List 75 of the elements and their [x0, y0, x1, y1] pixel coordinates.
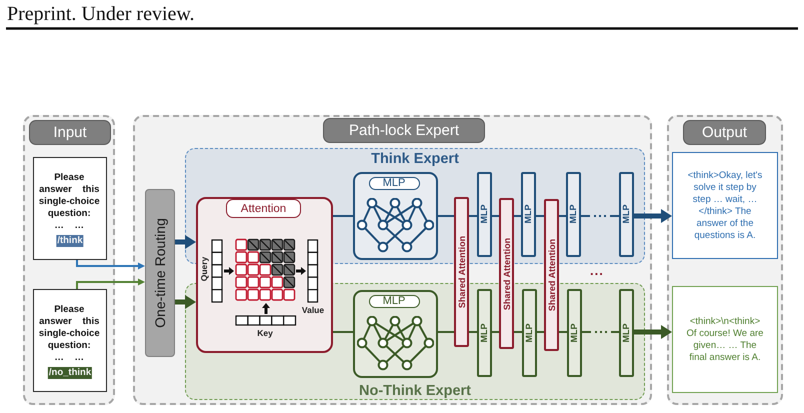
response-box [672, 152, 778, 259]
mlp-layer [476, 288, 492, 376]
expert-panel [133, 115, 652, 405]
connector-line [582, 331, 619, 333]
connector-line [333, 215, 353, 217]
mlp-layer [618, 172, 634, 256]
block-title: MLP [368, 294, 420, 308]
vector-label: Query [200, 256, 210, 282]
connector-line [559, 331, 567, 333]
vector-label: Value [302, 306, 324, 316]
mlp-block [352, 172, 438, 260]
connector-line [492, 215, 499, 217]
layer-label: MLP [522, 204, 534, 224]
arrow [175, 235, 196, 249]
arrow [76, 278, 145, 289]
connector-line [537, 331, 544, 333]
arrow [634, 209, 672, 223]
connector-line [581, 215, 619, 217]
layer-label: MLP [568, 323, 580, 342]
prompt-text: Please answer this single-choice question: … … [38, 172, 100, 232]
shared-attention-layer [544, 199, 559, 351]
connector-line [469, 215, 477, 217]
routing-block [145, 189, 175, 357]
shared-attention-layer [499, 198, 514, 349]
section-title: Path-lock Expert [323, 118, 485, 143]
input-panel [23, 115, 115, 405]
running-header: Preprint. Under review. [7, 3, 195, 25]
arrow [175, 295, 196, 309]
block-title: MLP [368, 176, 420, 190]
layer-label: MLP [478, 204, 490, 224]
prompt-text: Please answer this single-choice question: … … [38, 304, 100, 364]
connector-line [469, 331, 477, 333]
mlp-layer [566, 288, 582, 376]
block-title: Attention [226, 199, 301, 218]
response-text: <think>Okay, let's solve it step by step … wait, …</think> The answer of the questions is A. [686, 170, 764, 242]
connector-line [333, 331, 353, 333]
region-title: Think Expert [371, 151, 459, 167]
region-title: No-Think Expert [359, 383, 471, 399]
connector-line [514, 215, 521, 217]
layer-label: Shared Attention [456, 236, 467, 308]
section-title: Output [683, 120, 766, 145]
layer-label: MLP [620, 204, 632, 224]
prompt-box [33, 157, 107, 260]
mlp-layer [618, 288, 634, 376]
attention-block [196, 197, 333, 353]
mode-tag: /think [56, 235, 84, 247]
connector-line [536, 215, 544, 217]
layer-label: Shared Attention [501, 237, 512, 310]
mlp-layer [566, 172, 580, 256]
section-title: Input [29, 120, 111, 145]
connector-line [514, 331, 522, 333]
prompt-box [33, 289, 107, 392]
mlp-layer [476, 172, 492, 256]
arrow [634, 325, 672, 339]
vector-label: Key [257, 329, 273, 339]
response-text: <think>\n<think> Of course! We are given… … The final answer is A. [686, 316, 764, 364]
mlp-layer [522, 288, 536, 376]
routing-label: One-time Routing [152, 218, 168, 328]
connector-line [492, 331, 499, 333]
mode-tag: /no_think [48, 367, 92, 379]
response-box [672, 286, 778, 393]
output-panel [667, 115, 783, 405]
connector-line [559, 215, 566, 217]
ellipsis-text: ... [590, 264, 604, 277]
layer-label: MLP [478, 323, 490, 342]
shared-attention-layer [454, 197, 469, 347]
arrow [76, 260, 145, 270]
layer-label: MLP [524, 323, 534, 342]
layer-label: MLP [568, 204, 578, 224]
connector-line [438, 331, 454, 333]
connector-line [438, 215, 454, 217]
mlp-layer [520, 172, 536, 256]
layer-label: MLP [620, 323, 632, 342]
layer-label: Shared Attention [546, 238, 557, 312]
mlp-block [352, 290, 438, 378]
